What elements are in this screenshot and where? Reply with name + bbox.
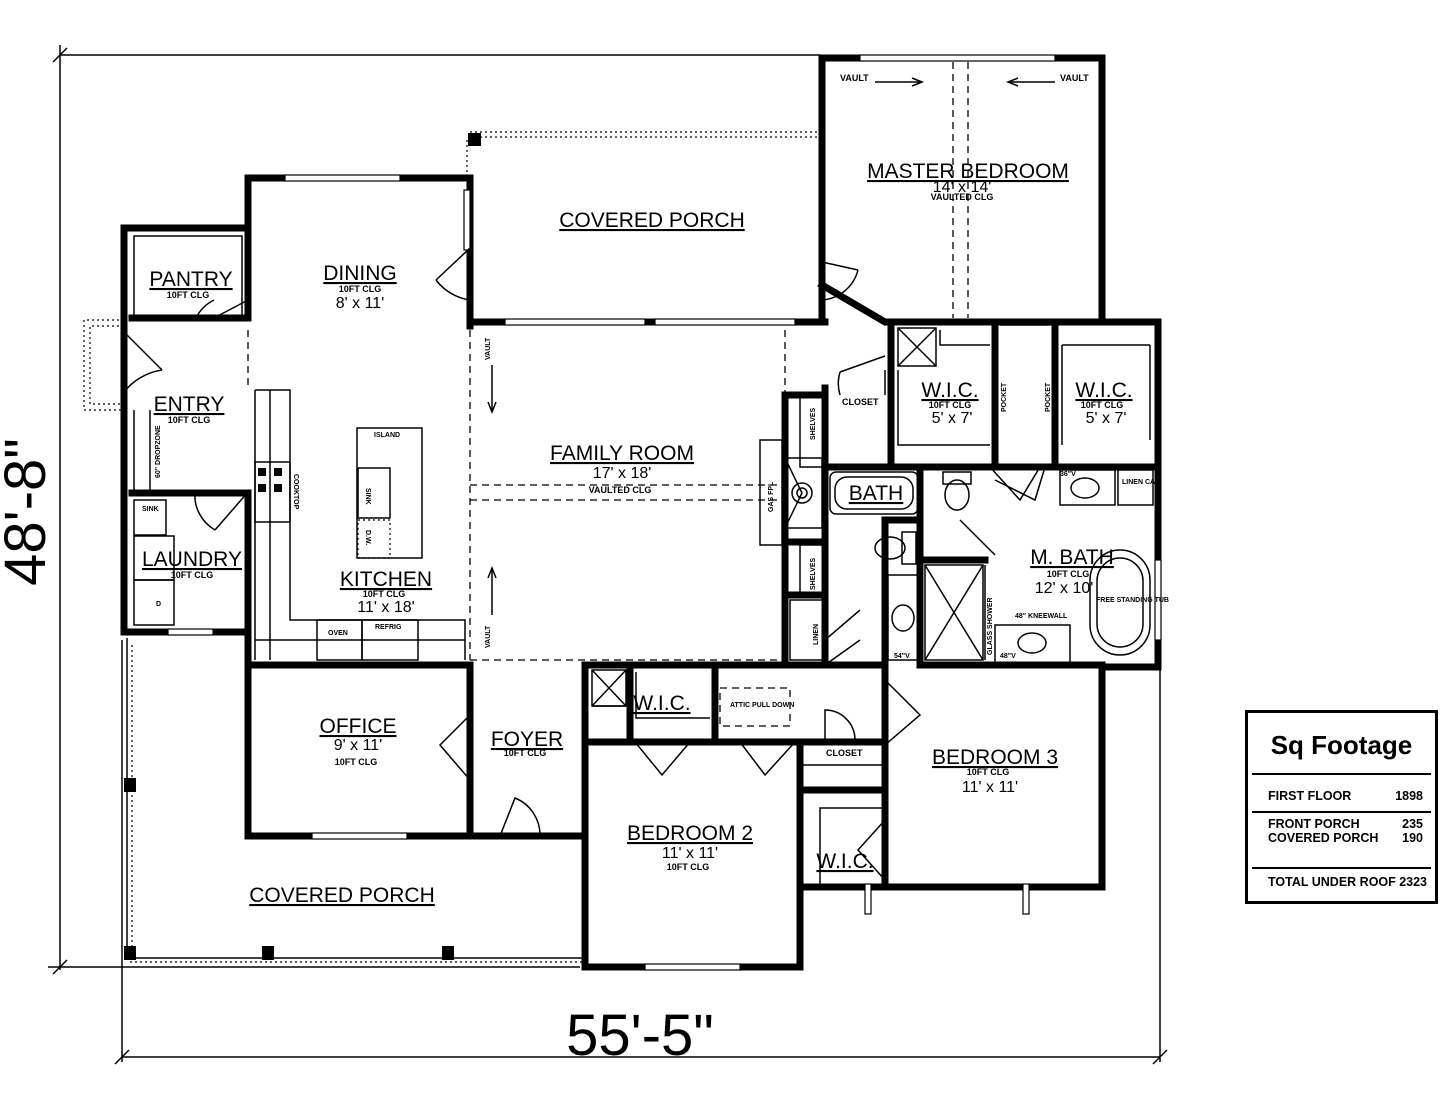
laundry-label: LAUNDRY	[142, 548, 242, 571]
dining-note: 10FT CLG	[339, 284, 382, 294]
vault-top-label: VAULT	[485, 337, 492, 360]
front-porch-outline	[124, 638, 582, 963]
pocket-right-label: POCKET	[1045, 382, 1052, 412]
entry-label: ENTRY	[154, 393, 225, 416]
foyer-note: 10FT CLG	[504, 748, 547, 758]
attic-label: ATTIC PULL DOWN	[730, 702, 794, 709]
dishwasher-label: D.W.	[364, 530, 371, 545]
linen-label: LINEN	[813, 624, 820, 645]
covered-porch-value: 190	[1402, 831, 1423, 845]
dimension-lines	[48, 45, 1168, 1065]
entry-note: 10FT CLG	[168, 415, 211, 425]
linen-cab-label: LINEN CAB	[1122, 479, 1160, 486]
mbath-note: 10FT CLG	[1047, 569, 1090, 579]
laundry-sink-label: SINK	[142, 506, 159, 513]
wic-bed2-label: W.I.C.	[633, 692, 690, 715]
dining-size: 8' x 11'	[336, 295, 385, 312]
bedroom-3-label: BEDROOM 3	[932, 746, 1058, 769]
master-bedroom-size: 14' x 14'	[933, 179, 992, 196]
office-size: 9' x 11'	[334, 737, 383, 754]
porch-rows: FRONT PORCH 235 COVERED PORCH 190	[1252, 811, 1431, 869]
ceiling-lines	[247, 62, 1055, 661]
wic-2-size: 5' x 7'	[1086, 410, 1127, 427]
rear-covered-porch-label: COVERED PORCH	[559, 209, 745, 232]
bedroom-2-label: BEDROOM 2	[627, 822, 753, 845]
wic-2-note: 10FT CLG	[1081, 400, 1124, 410]
wic-1-size: 5' x 7'	[932, 410, 973, 427]
island-label: ISLAND	[374, 432, 400, 439]
kneewall-label: 48" KNEEWALL	[1015, 613, 1068, 620]
office-note: 10FT CLG	[335, 757, 378, 767]
closet-bed3-label: CLOSET	[826, 748, 863, 758]
gas-fireplace-label: GAS FPL	[768, 481, 775, 512]
covered-porch-label: COVERED PORCH	[1268, 831, 1379, 845]
wic-1-label: W.I.C.	[921, 379, 978, 402]
master-bedroom-label: MASTER BEDROOM	[867, 160, 1069, 183]
total-value: 2323	[1399, 875, 1427, 889]
front-porch-label: FRONT PORCH	[1268, 817, 1360, 831]
bath-label: BATH	[849, 482, 903, 505]
overall-width-dimension: 55'-5"	[566, 1003, 714, 1068]
total-label: TOTAL UNDER ROOF	[1268, 875, 1396, 889]
kitchen-sink-label: SINK	[364, 488, 371, 505]
rear-porch-outline	[466, 131, 820, 180]
wic-2-label: W.I.C.	[1075, 379, 1132, 402]
kitchen-label: KITCHEN	[340, 568, 432, 591]
front-porch-value: 235	[1402, 817, 1423, 831]
family-room-note: VAULTED CLG	[589, 485, 652, 495]
first-floor-value: 1898	[1395, 789, 1423, 803]
wic-1-note: 10FT CLG	[929, 400, 972, 410]
wic-bed3-label: W.I.C.	[816, 850, 873, 873]
overall-depth-dimension: 48'-8"	[0, 438, 58, 586]
vault-left-label: VAULT	[840, 73, 869, 83]
first-floor-row: FIRST FLOOR 1898	[1252, 773, 1431, 813]
mbath-vanity-bottom-label: 48"V	[1000, 653, 1016, 660]
oven-label: OVEN	[328, 630, 348, 637]
pocket-left-label: POCKET	[1001, 382, 1008, 412]
fixtures	[133, 235, 1154, 885]
closet-hall-label: CLOSET	[842, 397, 879, 407]
sq-footage-title: Sq Footage	[1252, 717, 1431, 775]
free-standing-tub-label: FREE STANDING TUB	[1096, 597, 1169, 604]
windows	[167, 54, 1162, 971]
mbath-label: M. BATH	[1030, 546, 1114, 569]
dropzone-label: 60" DROPZONE	[155, 425, 162, 478]
office-label: OFFICE	[320, 715, 397, 738]
total-row: TOTAL UNDER ROOF 2323	[1252, 867, 1431, 897]
family-room-label: FAMILY ROOM	[550, 442, 694, 465]
pantry-note: 10FT CLG	[167, 290, 210, 300]
mbath-size: 12' x 10'	[1035, 580, 1094, 597]
cooktop-label: COOKTOP	[292, 474, 299, 510]
dining-label: DINING	[323, 262, 397, 285]
kitchen-size: 11' x 18'	[357, 599, 414, 616]
refrig-label: REFRIG	[375, 624, 402, 631]
glass-shower-label: GLASS SHOWER	[987, 597, 994, 655]
dryer-label: D	[156, 601, 161, 608]
foyer-label: FOYER	[491, 728, 563, 751]
bedroom-3-note: 10FT CLG	[967, 767, 1010, 777]
front-covered-porch-label: COVERED PORCH	[249, 884, 435, 907]
shelves-bottom-label: SHELVES	[810, 558, 817, 590]
family-room-size: 17' x 18'	[593, 465, 652, 482]
master-bedroom-note: VAULTED CLG	[931, 192, 994, 202]
room-labels: VAULT VAULT MASTER BEDROOM 14' x 14' VAU…	[142, 73, 1169, 907]
bedroom-2-size: 11' x 11'	[662, 845, 718, 862]
kitchen-note: 10FT CLG	[363, 589, 406, 599]
bedroom-2-note: 10FT CLG	[667, 862, 710, 872]
vault-bottom-label: VAULT	[485, 625, 492, 648]
bedroom-3-size: 11' x 11'	[962, 779, 1018, 796]
pantry-label: PANTRY	[149, 268, 232, 291]
bath-vanity-label: 54"V	[894, 653, 910, 660]
doors	[123, 247, 1050, 881]
laundry-note: 10FT CLG	[171, 570, 214, 580]
sq-footage-table: Sq Footage FIRST FLOOR 1898 FRONT PORCH …	[1245, 710, 1438, 904]
shelves-top-label: SHELVES	[810, 408, 817, 440]
first-floor-label: FIRST FLOOR	[1268, 789, 1352, 803]
mbath-vanity-top-label: 36"V	[1060, 471, 1076, 478]
vault-right-label: VAULT	[1060, 73, 1089, 83]
entry-stoop-outline	[83, 319, 124, 411]
